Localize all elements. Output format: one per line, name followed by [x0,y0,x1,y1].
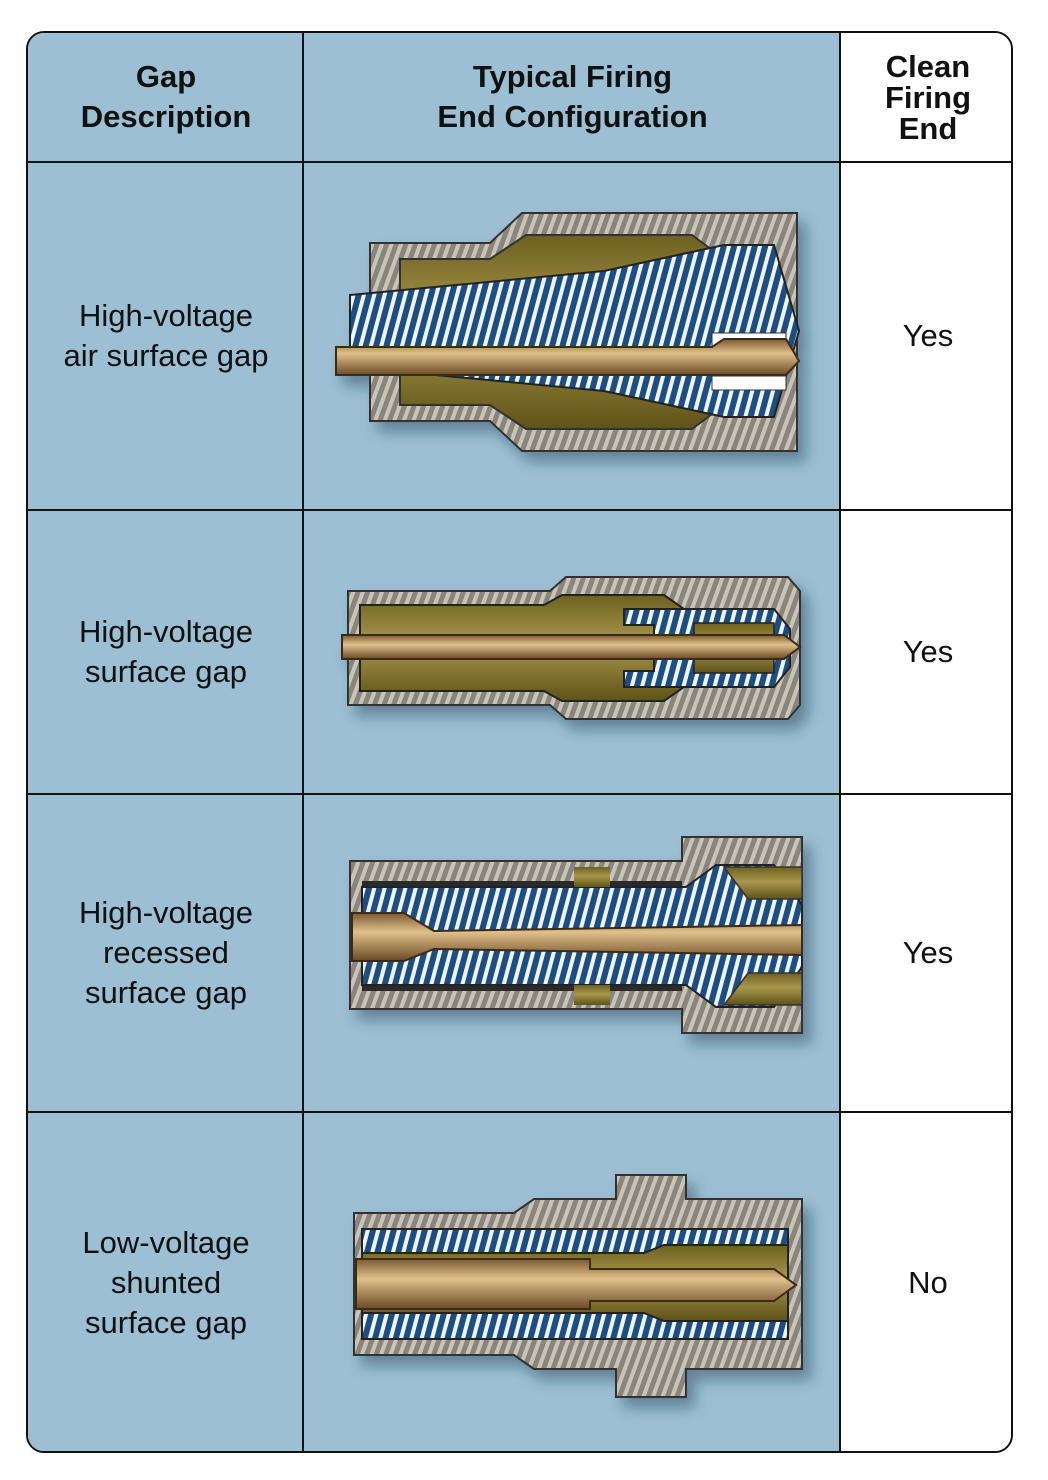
row-3-description: High-voltage recessed surface gap [78,895,254,1010]
plug-drawing-2 [341,576,802,720]
shunted-surface-gap-plug-illustration [304,1113,841,1451]
plug-drawing-4 [353,1174,803,1398]
surface-gap-plug-illustration [304,511,841,793]
column-divider-2 [839,33,841,1451]
row-divider-2 [28,793,1011,795]
recessed-surface-gap-plug-illustration [304,795,841,1111]
header-divider [28,161,1011,163]
row-divider-1 [28,509,1011,511]
header-clean-firing-end: Clean Firing End [884,48,972,146]
row-3-clean-value: Yes [902,935,954,970]
plug-drawing-1 [335,212,801,452]
row-1-clean-value: Yes [902,318,954,353]
clean-column [841,33,1011,1451]
header-gap-description: Gap Description [80,59,252,134]
gap-table: Gap Description Typical Firing End Confi… [26,31,1013,1453]
header-firing-end-configuration: Typical Firing End Configuration [437,59,708,134]
row-2-description: High-voltage surface gap [78,614,254,689]
air-surface-gap-plug-illustration [304,163,841,509]
column-divider-1 [302,33,304,1451]
row-2-clean-value: Yes [902,634,954,669]
plug-drawing-3 [349,836,803,1034]
row-1-description: High-voltage air surface gap [63,298,269,373]
row-4-description: Low-voltage shunted surface gap [82,1225,250,1340]
row-4-clean-value: No [908,1265,948,1300]
description-column [28,33,304,1451]
row-divider-3 [28,1111,1011,1113]
